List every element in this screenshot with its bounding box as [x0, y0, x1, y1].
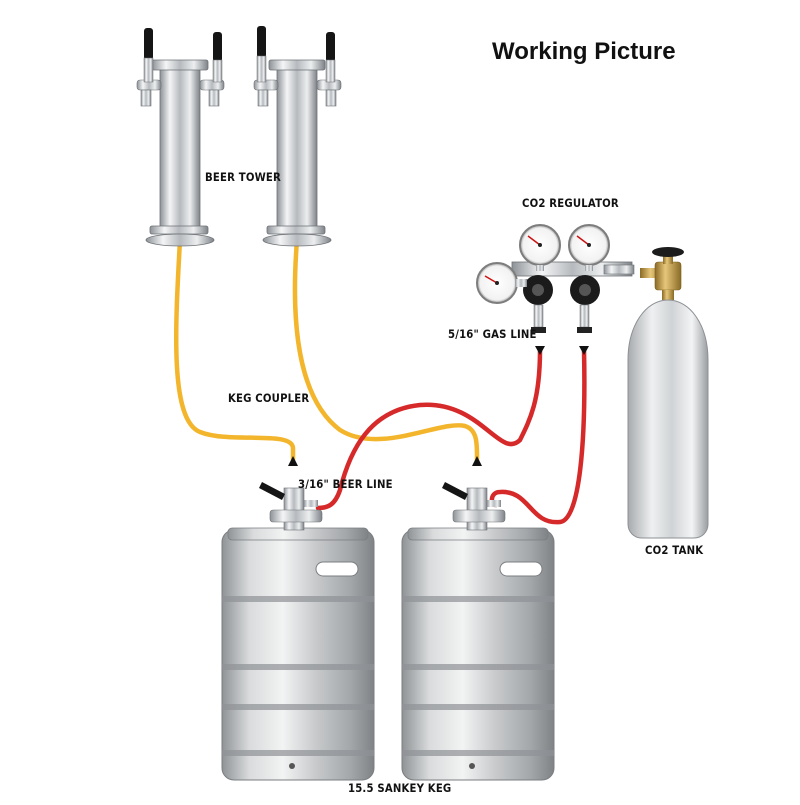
label-gas-line: 5/16" GAS LINE [448, 327, 537, 341]
gas-line-right [489, 347, 587, 525]
beer-tower-left [136, 28, 225, 247]
beer-lines [173, 237, 480, 465]
arrow-down-left [535, 346, 545, 355]
tank-valve [640, 247, 684, 300]
flow-arrows [288, 346, 589, 466]
regulator-gauge-icon [476, 262, 527, 304]
beer-line-left [173, 237, 296, 465]
regulator-gauge-icon [519, 224, 561, 271]
co2-regulator [476, 224, 635, 333]
regulator-body-left [523, 275, 553, 333]
keg-left [221, 482, 375, 781]
regulator-gauge-icon [568, 224, 610, 271]
gas-lines [315, 347, 587, 525]
beer-line-right [292, 237, 480, 465]
keg-coupler-right [442, 482, 506, 531]
page-title: Working Picture [492, 38, 676, 65]
label-sankey-keg: 15.5 SANKEY KEG [348, 781, 452, 795]
arrow-up-right [472, 456, 482, 466]
label-keg-coupler: KEG COUPLER [228, 391, 310, 405]
label-beer-tower: BEER TOWER [205, 170, 281, 184]
label-co2-regulator: CO2 REGULATOR [522, 196, 619, 210]
keg-icon [221, 482, 555, 781]
keg-right [401, 482, 555, 781]
co2-tank-icon [627, 247, 709, 539]
tank-body [627, 299, 709, 539]
tap-handle-icon [143, 28, 223, 83]
tap-handle-icon [256, 26, 336, 83]
keg-coupler-left [259, 482, 323, 531]
label-beer-line: 3/16" BEER LINE [298, 477, 393, 491]
beer-tower-right [253, 26, 342, 247]
regulator-body-right [570, 275, 600, 333]
arrow-down-right [579, 346, 589, 355]
gas-line-left [315, 347, 543, 511]
arrow-up-left [288, 456, 298, 466]
label-co2-tank: CO2 TANK [645, 543, 704, 557]
